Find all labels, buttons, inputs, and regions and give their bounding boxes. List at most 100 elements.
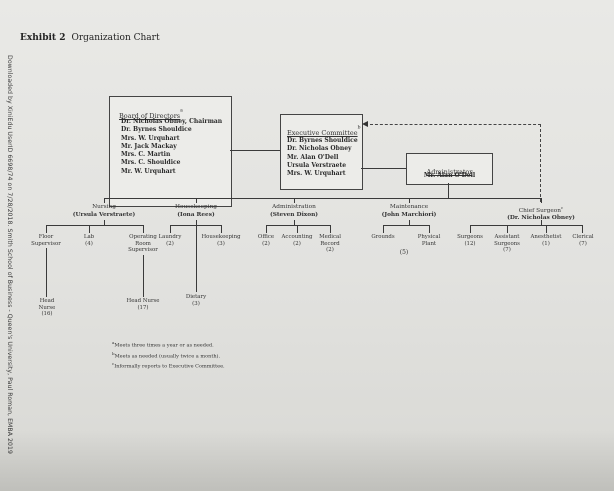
dept-housekeeping: Housekeeping (Iona Rees): [146, 204, 246, 219]
unit-assistant-surgeons: Assistant Surgeons (7): [489, 234, 525, 254]
unit-text: (12): [464, 240, 476, 247]
accounting-drop: [297, 225, 298, 233]
unit-text: (7): [579, 240, 587, 247]
board-to-executive-connector: [230, 150, 280, 151]
administration-bus: [266, 225, 331, 226]
unit-text: (16): [41, 311, 53, 318]
unit-text: Lab: [83, 234, 95, 240]
nursing-stem: [104, 220, 105, 226]
administration-drop-line: [294, 198, 295, 203]
footnote-marker: c: [112, 361, 115, 367]
housekeeping-stem: [196, 220, 197, 226]
administrator-box: Administrator Mr. Alan O'Dell: [406, 153, 493, 185]
unit-text: Assistant: [494, 234, 520, 240]
unit-text: Plant: [421, 240, 437, 247]
footnote-text: Meets three times a year or as needed.: [114, 342, 214, 349]
executive-member: Ursula Verstraete: [287, 161, 347, 169]
dept-maintenance-title: Maintenance: [389, 204, 429, 210]
unit-text: Dietary: [185, 294, 207, 300]
surgeon-drop-line: [541, 198, 542, 203]
executive-note-marker: b: [357, 125, 361, 131]
board-member: Mr. W. Urquhart: [121, 167, 176, 175]
unit-text: (2): [262, 240, 270, 247]
unit-text: Head: [39, 298, 55, 304]
nursing-drop-line: [104, 198, 105, 203]
unit-text: (2): [326, 247, 334, 254]
nursing-bus: [46, 225, 144, 226]
laundry-drop: [170, 225, 171, 233]
executive-to-administrator-connector: [361, 168, 406, 169]
dept-chief-surgeon: Chief Surgeonc (Dr. Nicholas Obney): [486, 204, 596, 223]
surgeon-note-marker: c: [561, 205, 564, 210]
unit-text: Room: [135, 240, 151, 247]
unit-clerical: Clerical (7): [566, 234, 600, 247]
dept-maintenance: Maintenance (John Marchiori): [359, 204, 459, 219]
dept-surgeon-head: (Dr. Nicholas Obney): [507, 215, 575, 222]
executive-title: Executive Committee: [287, 129, 358, 137]
executive-member: Mrs. W. Urquhart: [287, 170, 346, 178]
dept-maintenance-head: (John Marchiori): [381, 211, 437, 218]
unit-text: Supervisor: [31, 240, 61, 247]
footnote-c: cInformally reports to Executive Committ…: [112, 360, 225, 371]
board-member: Dr. Byrnes Shouldice: [121, 126, 192, 134]
unit-text: Laundry: [158, 234, 182, 240]
chart-footnotes: aMeets three times a year or as needed. …: [112, 339, 225, 371]
unit-text: Head Nurse: [126, 298, 160, 304]
footnote-a: aMeets three times a year or as needed.: [112, 339, 225, 350]
unit-medical-record: Medical Record (2): [312, 234, 348, 254]
operating-drop: [143, 225, 144, 233]
administrator-title: Administrator: [426, 168, 473, 176]
operating-to-head-nurse: [143, 255, 144, 297]
unit-text: Record: [320, 240, 340, 247]
arrow-left-icon: [362, 121, 368, 127]
unit-text: (7): [503, 247, 511, 254]
department-horizontal-bus: [104, 198, 542, 199]
executive-member: Dr. Byrnes Shouldice: [287, 137, 358, 144]
unit-head-nurse-or: Head Nurse (17): [118, 298, 168, 311]
assistant-surgeons-drop: [507, 225, 508, 233]
exhibit-number: Exhibit 2: [20, 33, 66, 43]
board-title: Board of Directors: [119, 112, 181, 120]
unit-lab: Lab (4): [74, 234, 104, 247]
dept-nursing-title: Nursing: [92, 204, 116, 210]
unit-text: Housekeeping: [201, 234, 241, 240]
unit-dietary: Dietary (3): [178, 294, 214, 307]
surgeons-drop: [470, 225, 471, 233]
administrator-name: Mr. Alan O'Dell: [423, 172, 476, 179]
footnote-text: Meets as needed (usually twice a month).: [114, 353, 221, 360]
board-member: Mrs. C. Shouldice: [121, 159, 181, 167]
unit-text: Grounds: [371, 234, 395, 240]
executive-member: Dr. Nicholas Obney: [287, 145, 352, 153]
dept-surgeon-title: Chief Surgeon: [518, 207, 562, 214]
unit-text: Operating: [129, 234, 157, 240]
housekeeping-to-dietary: [196, 226, 197, 292]
board-note-marker: a: [180, 108, 183, 114]
unit-text: (4): [85, 240, 93, 247]
unit-text: Floor: [38, 234, 54, 240]
unit-physical-plant: Physical Plant: [411, 234, 447, 247]
footnote-marker: b: [112, 350, 115, 356]
dept-administration-title: Administration: [272, 204, 316, 210]
grounds-drop: [383, 225, 384, 233]
unit-text: (17): [137, 304, 149, 311]
unit-text: Nurse: [38, 304, 56, 311]
unit-office: Office (2): [251, 234, 281, 247]
surgeon-stem: [541, 220, 542, 226]
maintenance-drop-line: [409, 198, 410, 203]
download-watermark: Downloaded by XiniEdu UserID 6698/74 on …: [6, 55, 13, 454]
footnote-marker: a: [112, 340, 115, 345]
dept-housekeeping-head: (Iona Rees): [177, 211, 215, 218]
unit-anesthetist: Anesthetist (1): [526, 234, 566, 247]
executive-member: Mr. Alan O'Dell: [287, 153, 339, 161]
board-member: Dr. Nicholas Obney, Chairman: [121, 118, 223, 125]
maintenance-bus: [383, 225, 430, 226]
maintenance-staff-count: (5): [399, 249, 409, 256]
maintenance-stem: [409, 220, 410, 226]
unit-text: Physical: [417, 234, 441, 240]
board-member: Mr. Jack Mackay: [121, 142, 177, 150]
dept-administration-head: (Steven Dixon): [269, 211, 319, 218]
surgeon-bus: [470, 225, 583, 226]
unit-text: (2): [166, 240, 174, 247]
